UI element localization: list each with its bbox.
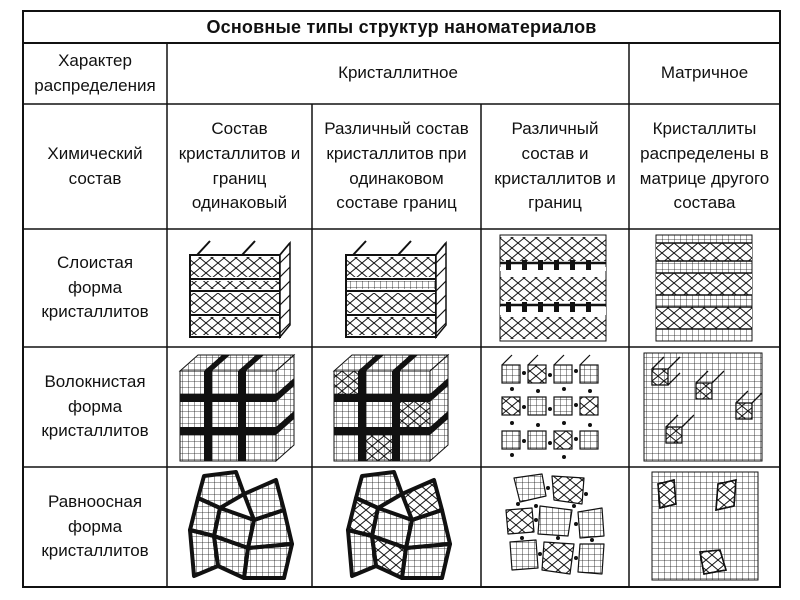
chemical-composition-label: Химический состав — [47, 143, 143, 188]
col4-header: Кристаллиты распределены в матрице друго… — [639, 119, 770, 213]
row-label-equiaxed: Равноосная форма кристаллитов — [41, 492, 149, 561]
matrix-header: Матричное — [660, 63, 749, 83]
crystalline-header: Кристаллитное — [338, 63, 458, 83]
row-label-fibrous: Волокнистая форма кристаллитов — [41, 372, 149, 441]
table-title: Основные типы структур наноматериалов — [206, 16, 597, 37]
layered-same-composition-figure — [182, 233, 297, 343]
col2-header: Различный состав кристаллитов при одинак… — [324, 119, 469, 213]
layered-different-crystallites-figure — [338, 233, 453, 343]
col1-header: Состав кристаллитов и границ одинаковый — [178, 119, 301, 213]
fibrous-same-composition-figure — [176, 351, 304, 465]
equiaxed-matrix-figure — [646, 470, 764, 584]
row-label-layered: Слоистая форма кристаллитов — [41, 253, 149, 322]
fibrous-different-crystallites-figure — [330, 351, 458, 465]
layered-different-both-figure — [494, 233, 614, 345]
fibrous-different-both-figure — [494, 351, 614, 465]
equiaxed-different-both-figure — [498, 470, 610, 584]
distribution-label: Характер распределения — [34, 50, 156, 95]
layered-matrix-figure — [650, 233, 760, 345]
equiaxed-same-composition-figure — [184, 470, 296, 584]
fibrous-matrix-figure — [640, 351, 768, 465]
col3-header: Различный состав и кристаллитов и границ — [494, 119, 616, 213]
equiaxed-different-crystallites-figure — [342, 470, 454, 584]
